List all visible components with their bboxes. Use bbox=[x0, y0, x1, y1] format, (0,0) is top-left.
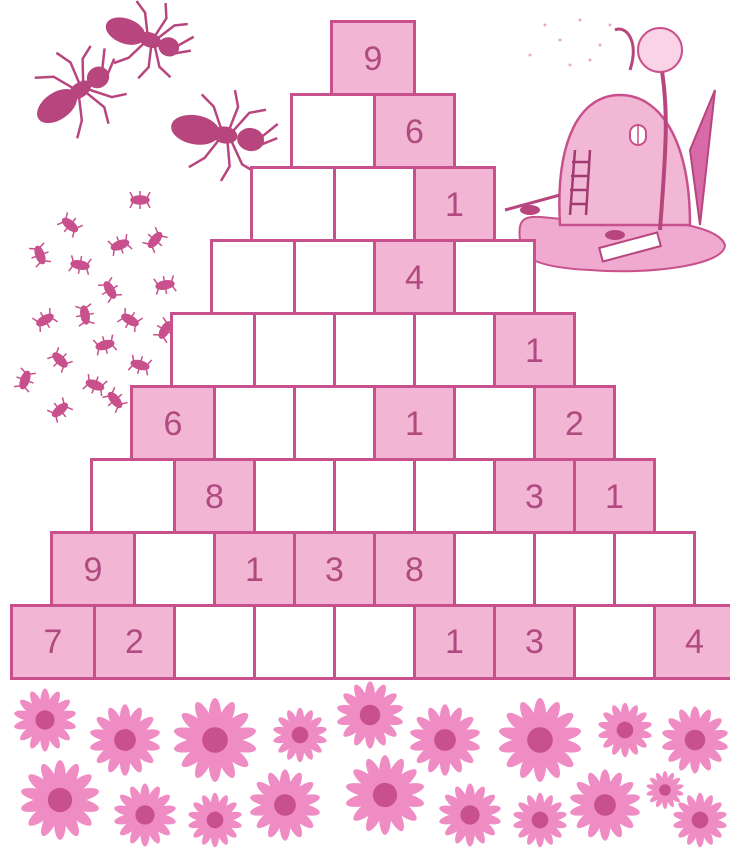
given-number-cell: 4 bbox=[373, 242, 453, 315]
flowers-group bbox=[13, 681, 729, 847]
empty-answer-cell[interactable] bbox=[213, 242, 293, 315]
flower-icon bbox=[672, 793, 727, 848]
flower-icon bbox=[113, 784, 177, 847]
flower-icon bbox=[438, 784, 502, 847]
flower-icon bbox=[336, 681, 404, 748]
ant-icon bbox=[93, 0, 203, 92]
large-ants-group bbox=[14, 0, 284, 189]
flower-icon bbox=[173, 698, 258, 782]
given-number-cell: 1 bbox=[373, 388, 453, 461]
given-number-cell: 6 bbox=[373, 96, 453, 169]
given-number-cell: 8 bbox=[373, 534, 453, 607]
empty-answer-cell[interactable] bbox=[213, 388, 293, 461]
flower-icon bbox=[661, 706, 729, 773]
empty-answer-cell[interactable] bbox=[533, 534, 613, 607]
pyramid-row-2: 6 bbox=[290, 93, 456, 169]
flower-icon bbox=[498, 698, 583, 782]
empty-answer-cell[interactable] bbox=[293, 242, 373, 315]
flower-icon bbox=[512, 793, 567, 848]
empty-answer-cell[interactable] bbox=[333, 461, 413, 534]
ant-icon bbox=[14, 28, 143, 155]
flower-icon bbox=[249, 769, 321, 840]
empty-answer-cell[interactable] bbox=[453, 388, 533, 461]
empty-answer-cell[interactable] bbox=[613, 534, 693, 607]
empty-answer-cell[interactable] bbox=[93, 461, 173, 534]
empty-answer-cell[interactable] bbox=[253, 169, 333, 242]
given-number-cell: 8 bbox=[173, 461, 253, 534]
given-number-cell: 4 bbox=[653, 607, 730, 677]
pyramid-row-5: 1 bbox=[170, 312, 576, 388]
given-number-cell: 2 bbox=[533, 388, 613, 461]
given-number-cell: 1 bbox=[573, 461, 653, 534]
flower-icon bbox=[646, 771, 684, 809]
empty-answer-cell[interactable] bbox=[453, 534, 533, 607]
empty-answer-cell[interactable] bbox=[333, 607, 413, 677]
flower-icon bbox=[409, 704, 481, 775]
empty-answer-cell[interactable] bbox=[293, 96, 373, 169]
empty-answer-cell[interactable] bbox=[453, 242, 533, 315]
given-number-cell: 2 bbox=[93, 607, 173, 677]
flower-icon bbox=[597, 703, 652, 758]
given-number-cell: 1 bbox=[213, 534, 293, 607]
empty-answer-cell[interactable] bbox=[293, 388, 373, 461]
flower-icon bbox=[272, 708, 327, 763]
empty-answer-cell[interactable] bbox=[253, 461, 333, 534]
empty-answer-cell[interactable] bbox=[413, 315, 493, 388]
empty-answer-cell[interactable] bbox=[333, 315, 413, 388]
pyramid-row-1: 9 bbox=[330, 20, 416, 96]
flower-icon bbox=[187, 793, 242, 848]
given-number-cell: 1 bbox=[493, 315, 573, 388]
empty-answer-cell[interactable] bbox=[413, 461, 493, 534]
given-number-cell: 7 bbox=[13, 607, 93, 677]
flower-icon bbox=[89, 704, 161, 775]
given-number-cell: 9 bbox=[53, 534, 133, 607]
given-number-cell: 9 bbox=[333, 23, 413, 96]
given-number-cell: 3 bbox=[493, 461, 573, 534]
flower-icon bbox=[13, 689, 77, 752]
empty-answer-cell[interactable] bbox=[573, 607, 653, 677]
empty-answer-cell[interactable] bbox=[253, 315, 333, 388]
empty-answer-cell[interactable] bbox=[173, 607, 253, 677]
pyramid-row-6: 6 1 2 bbox=[130, 385, 616, 461]
given-number-cell: 1 bbox=[413, 169, 493, 242]
given-number-cell: 1 bbox=[413, 607, 493, 677]
flower-icon bbox=[20, 760, 101, 840]
given-number-cell: 6 bbox=[133, 388, 213, 461]
given-number-cell: 3 bbox=[293, 534, 373, 607]
empty-answer-cell[interactable] bbox=[173, 315, 253, 388]
given-number-cell: 3 bbox=[493, 607, 573, 677]
empty-answer-cell[interactable] bbox=[333, 169, 413, 242]
pyramid-row-3: 1 bbox=[250, 166, 496, 242]
flower-icon bbox=[569, 769, 641, 840]
flower-icon bbox=[345, 755, 426, 835]
empty-answer-cell[interactable] bbox=[133, 534, 213, 607]
pyramid-row-4: 4 bbox=[210, 239, 536, 315]
anthill-icon bbox=[505, 19, 725, 272]
empty-answer-cell[interactable] bbox=[253, 607, 333, 677]
